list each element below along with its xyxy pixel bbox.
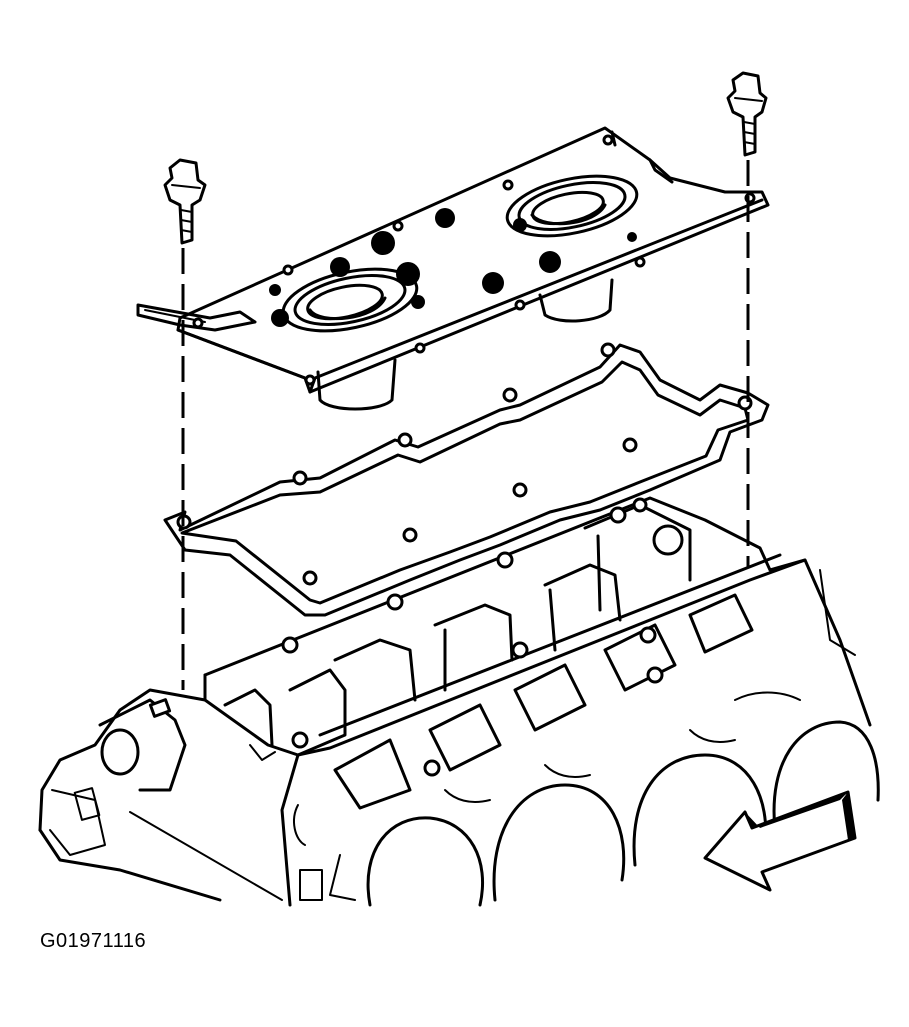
figure-code: G01971116 (40, 930, 147, 952)
seal-right (505, 174, 639, 238)
bolt-left (163, 158, 207, 245)
alignment-lines (181, 160, 750, 690)
front-direction-arrow (703, 790, 857, 892)
engine-block (38, 496, 880, 907)
bolt-right (726, 71, 768, 157)
valley-cover-gasket (163, 342, 770, 617)
valley-cover-plate (136, 126, 770, 411)
